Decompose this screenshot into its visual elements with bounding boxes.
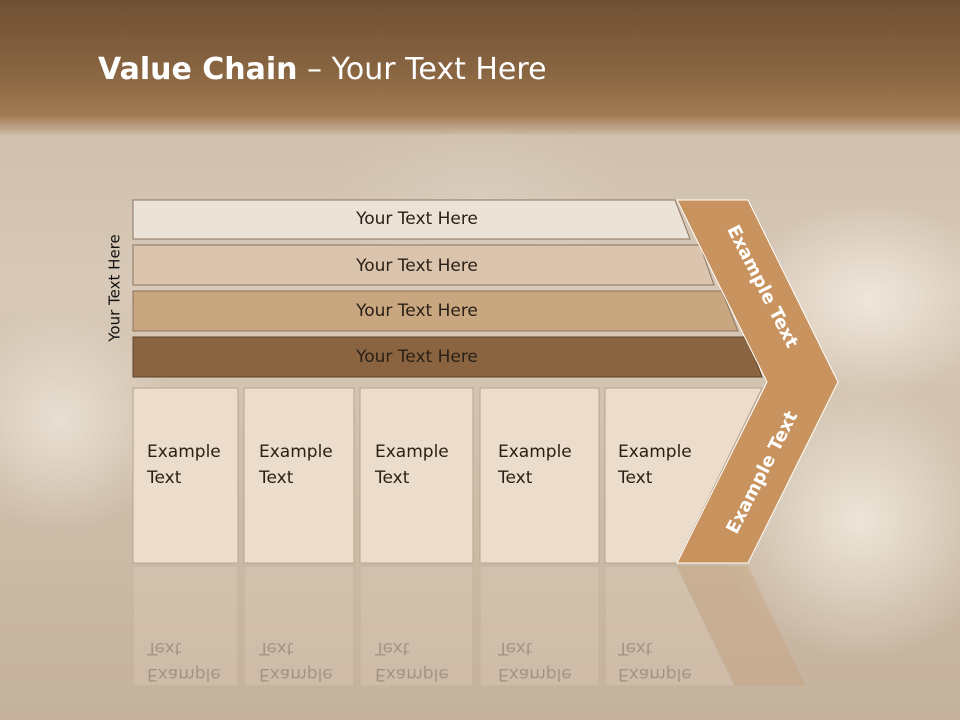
bar-3-label: Your Text Here xyxy=(356,301,478,321)
box-1-reflection: Example Text xyxy=(147,638,221,684)
box-1 xyxy=(132,387,239,564)
chevron-arrow xyxy=(676,199,839,564)
bar-4-label: Your Text Here xyxy=(356,347,478,367)
box-4 xyxy=(479,387,600,564)
bar-2 xyxy=(132,244,715,286)
title-bold: Value Chain xyxy=(98,52,298,87)
box-2-label: Example Text xyxy=(259,442,333,488)
box-3-label: Example Text xyxy=(375,442,449,488)
bar-4 xyxy=(132,336,763,378)
box-5-label: Example Text xyxy=(618,442,692,488)
title-banner xyxy=(0,0,960,135)
bar-3 xyxy=(132,290,739,332)
box-2-reflection: Example Text xyxy=(259,638,333,684)
box-2 xyxy=(243,387,355,564)
box-5-reflection: Example Text xyxy=(618,638,692,684)
reflection xyxy=(132,565,806,687)
bar-2-label: Your Text Here xyxy=(356,256,478,276)
box-4-label: Example Text xyxy=(498,442,572,488)
box-3-reflection: Example Text xyxy=(375,638,449,684)
title-rest: – Your Text Here xyxy=(297,52,547,87)
box-4-reflection: Example Text xyxy=(498,638,572,684)
bar-1 xyxy=(132,199,691,240)
page-title: Value Chain – Your Text Here xyxy=(98,52,547,87)
box-3 xyxy=(359,387,474,564)
bar-1-label: Your Text Here xyxy=(356,209,478,229)
box-1-label: Example Text xyxy=(147,442,221,488)
